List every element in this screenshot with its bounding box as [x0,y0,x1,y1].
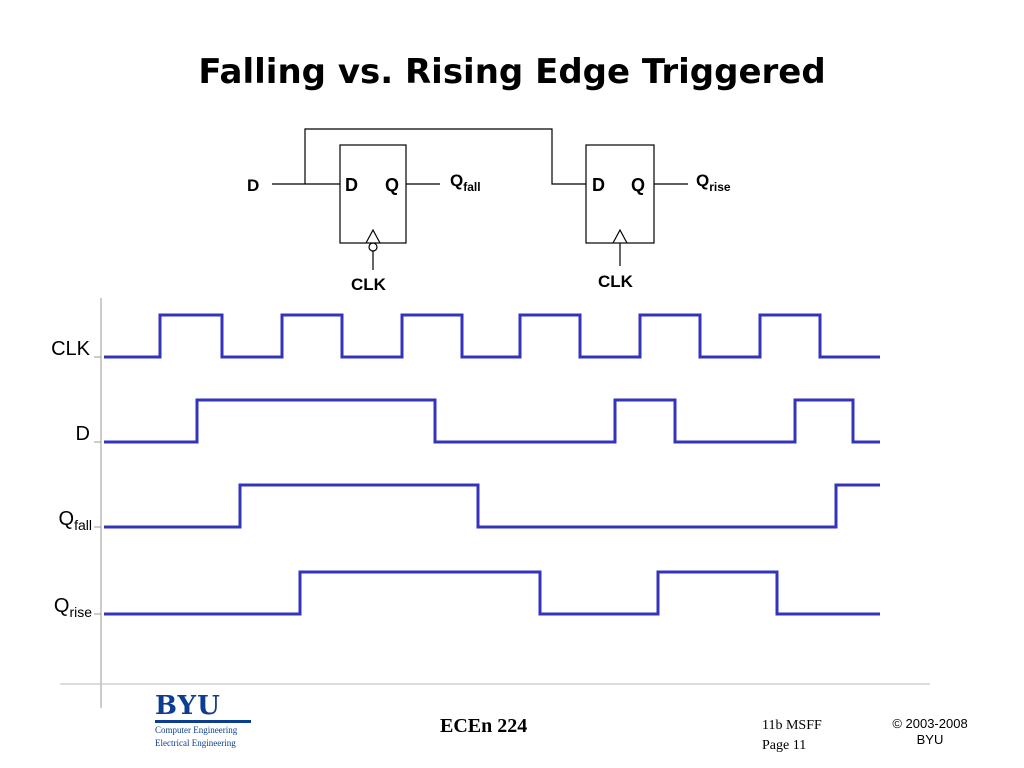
circuit-input-label: D [247,176,259,195]
slide-title: Falling vs. Rising Edge Triggered [198,52,826,92]
signal-label-qfall: Qfall [59,508,92,533]
page-info: 11b MSFF Page 11 [762,716,822,756]
byu-logo-text: BYU [155,692,251,723]
circuit-wiring [272,128,688,270]
ff1-body [339,144,407,244]
flip-flop-falling: D Q [339,144,407,252]
waveform-clk [104,313,880,359]
ff1-clk-label: CLK [351,275,387,294]
copyright-line1: © 2003-2008 [892,716,968,731]
page-info-line1: 11b MSFF [762,718,822,733]
copyright: © 2003-2008 BYU [880,716,980,748]
ff2-d-label: D [592,175,605,195]
waveform-qrise [104,570,880,616]
ff1-inversion-bubble [368,242,378,252]
qrise-output-label: Qrise [696,171,731,194]
signal-label-clk: CLK [51,338,91,360]
byu-logo: BYU Computer Engineering Electrical Engi… [155,692,255,749]
copyright-line2: BYU [916,732,944,747]
signal-label-d: D [76,423,90,445]
waveform-qfall [104,483,880,529]
signal-label-qrise: Qrise [54,595,92,620]
ff1-q-label: Q [385,175,399,195]
flip-flop-rising: D Q [585,144,655,244]
waveform-d [104,398,880,444]
ff1-clock-triangle [365,228,381,244]
ff2-q-label: Q [631,175,645,195]
ff2-clock-triangle [612,228,628,244]
feedforward-wire [304,128,586,185]
ff1-d-label: D [345,175,358,195]
qfall-output-label: Qfall [450,171,481,194]
page-info-line2: Page 11 [762,738,807,753]
course-name: ECEn 224 [440,715,528,737]
byu-logo-sub1: Computer Engineering [155,725,238,735]
ff2-clk-label: CLK [598,272,634,291]
timing-waveforms [104,313,880,616]
ff2-body [585,144,655,244]
byu-logo-sub2: Electrical Engineering [155,738,236,748]
